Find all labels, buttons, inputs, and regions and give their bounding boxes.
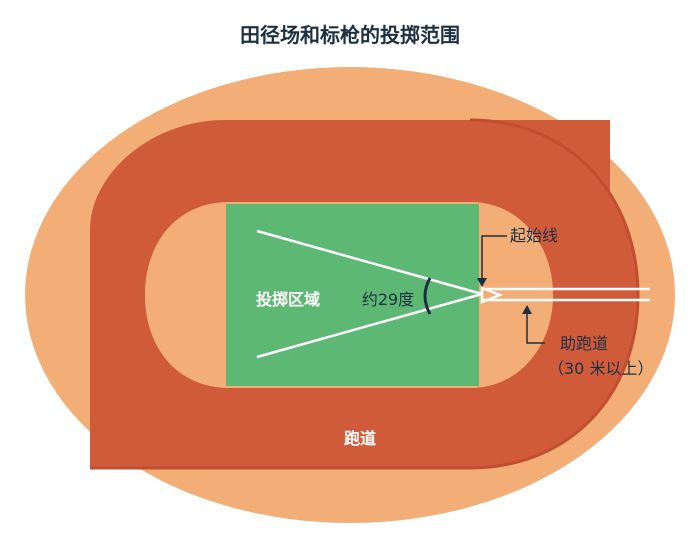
track-outer-rim	[90, 118, 640, 470]
runway-arrow-icon	[522, 305, 532, 314]
angle-arc	[423, 277, 432, 315]
start-line-arrow-icon	[477, 278, 487, 287]
throw-zone-label: 投掷区域	[256, 290, 320, 309]
diagram-title: 田径场和标枪的投掷范围	[240, 23, 460, 47]
track-band	[90, 120, 638, 468]
runway-callout	[526, 308, 545, 344]
track-end-top	[470, 120, 610, 198]
start-line-label: 起始线	[510, 226, 558, 245]
angle-label: 约29度	[362, 290, 414, 309]
sector-line-lower	[256, 292, 483, 359]
start-line-callout	[481, 235, 507, 284]
track-label: 跑道	[344, 429, 376, 448]
runway-label: 助跑道	[560, 334, 608, 353]
start-line-marker	[480, 286, 504, 304]
runway-note-label: （30 米以上）	[548, 359, 653, 378]
sector-line-upper	[256, 229, 483, 296]
